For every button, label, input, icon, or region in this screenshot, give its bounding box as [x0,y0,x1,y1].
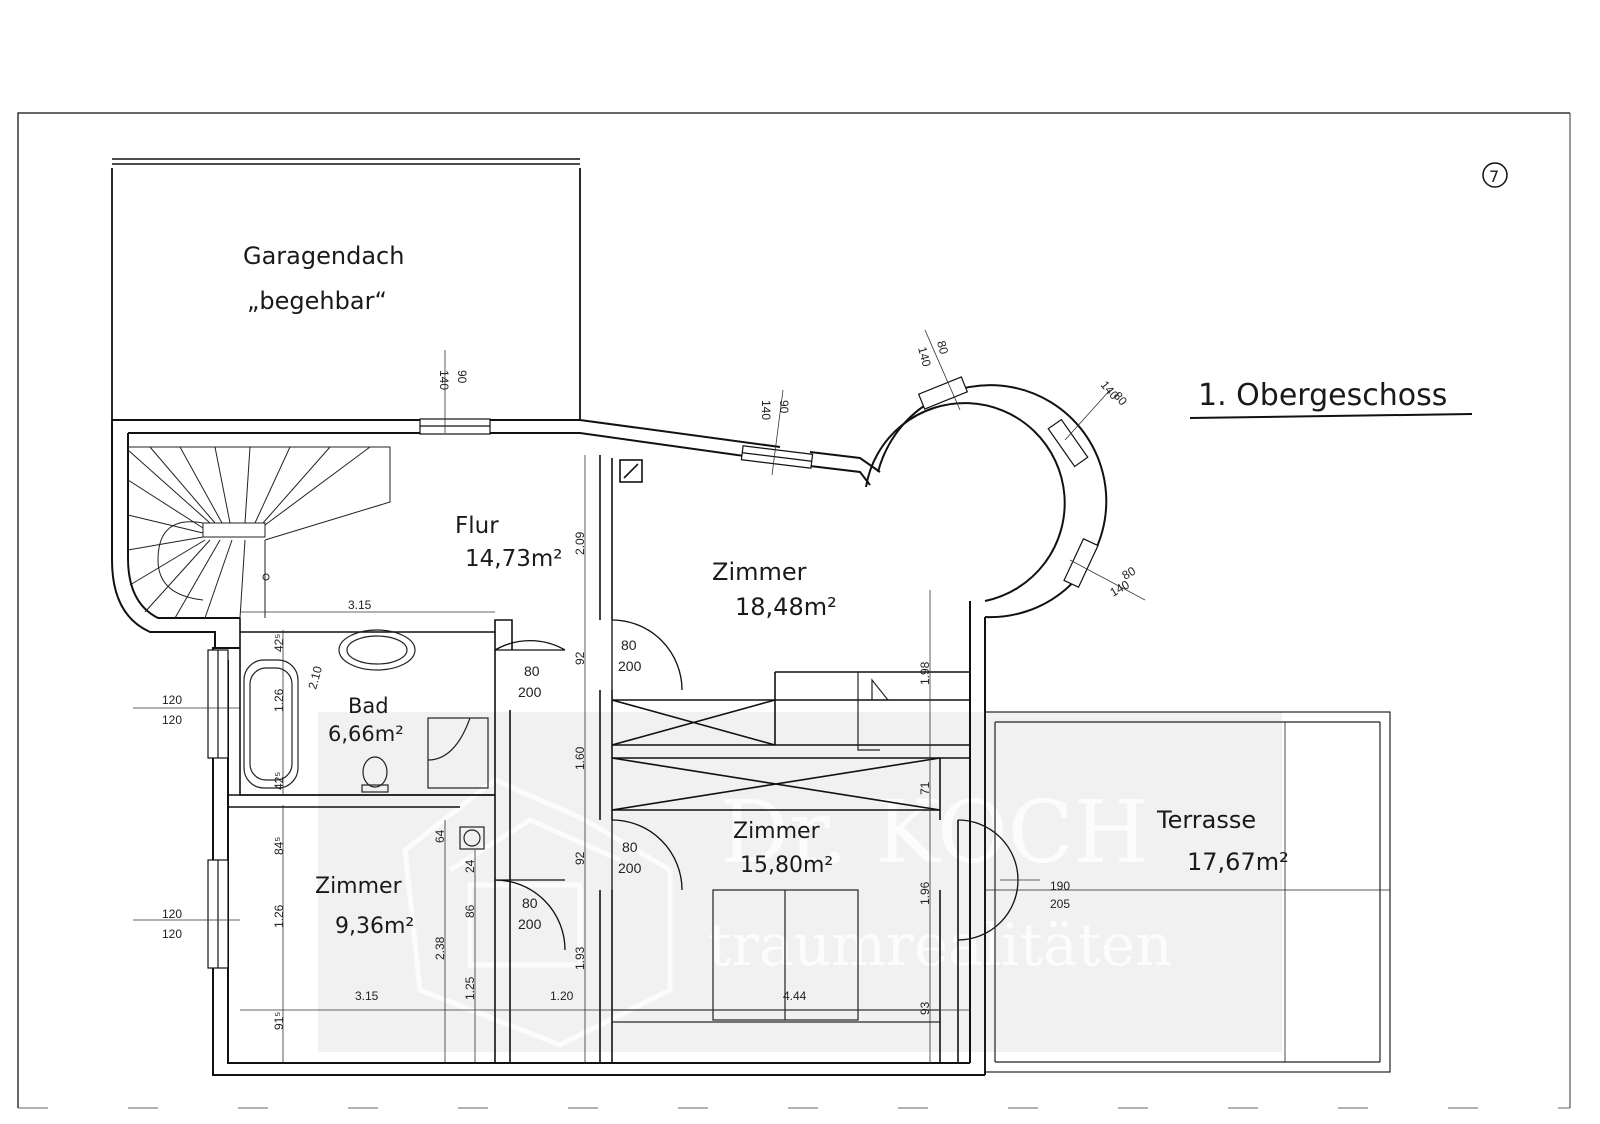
dim-label: 93 [918,1001,932,1015]
dim-label: 1.26 [272,904,286,928]
dim-label: 1.60 [573,746,587,770]
dim-label: 4.44 [783,989,807,1003]
room-note-garage: „begehbar“ [247,287,387,315]
dim-label: 90 [455,370,469,384]
dim-label: 42⁵ [272,772,286,790]
dim-label: 80 [622,839,638,855]
room-area-bad: 6,66m² [328,722,404,746]
interior-walls [228,455,970,1063]
dim-label: 200 [518,916,542,932]
dim-label: 1.96 [918,881,932,905]
dim-label: 92 [573,651,587,665]
dim-label: 1.93 [573,946,587,970]
room-name-zimmer-tower: Zimmer [712,558,807,586]
plan-title: 1. Obergeschoss [1198,378,1447,413]
room-name-zimmer-mid: Zimmer [733,819,821,844]
dim-label: 190 [1050,879,1070,893]
room-area-flur: 14,73m² [465,546,562,572]
dim-label: 120 [162,927,182,941]
page-mark: 7 [1489,167,1499,186]
room-area-zimmer-left: 9,36m² [335,914,414,939]
dim-label: 120 [162,713,182,727]
dim-label: 71 [918,781,932,795]
dim-label: 80 [522,895,538,911]
bathroom-fixtures [243,629,489,850]
windows [207,376,1099,969]
dim-label: 2.09 [573,531,587,555]
dim-label: 91⁵ [272,1012,286,1030]
dim-label: 205 [1050,897,1070,911]
dim-label: 1.25 [463,976,477,1000]
dim-label: 3.15 [348,598,372,612]
dim-label: 140 [437,370,451,390]
room-area-zimmer-tower: 18,48m² [735,593,837,621]
dim-label: 1.98 [918,661,932,685]
terrace [984,711,1391,1073]
room-area-terrasse: 17,67m² [1187,848,1289,876]
dim-label: 200 [618,860,642,876]
sheet-frame [17,112,1571,1109]
dim-label: 42⁵ [272,634,286,652]
dim-label: 86 [463,904,477,918]
room-name-flur: Flur [455,513,499,539]
dim-label: 84⁵ [272,837,286,855]
dim-label: 2.10 [305,664,325,690]
room-name-bad: Bad [348,694,389,718]
dim-label: 64 [433,829,447,843]
dim-label: 80 [621,637,637,653]
dimension-lines [133,329,1146,1063]
dim-label: 80 [524,663,540,679]
dim-label: 80 [934,339,951,356]
dim-label: 90 [777,400,791,414]
dimension-labels: 120 120 120 120 140 90 140 90 140 80 140… [162,339,1138,1030]
dim-label: 80 [1120,564,1139,583]
dim-label: 3.15 [355,989,379,1003]
dim-label: 1.20 [550,989,574,1003]
garage-roof [111,158,581,420]
dim-label: 120 [162,693,182,707]
room-name-zimmer-left: Zimmer [315,874,403,899]
dim-label: 120 [162,907,182,921]
dim-label: 24 [463,859,477,873]
room-labels: Garagendach „begehbar“ Flur 14,73m² Zimm… [243,242,1289,939]
room-area-zimmer-mid: 15,80m² [740,853,833,878]
room-name-garage: Garagendach [243,242,404,270]
room-name-terrasse: Terrasse [1156,806,1256,834]
doors [494,619,1019,951]
dim-label: 140 [759,400,773,420]
dim-label: 200 [518,684,542,700]
dim-label: 140 [915,345,934,368]
title-block: 1. Obergeschoss 7 [1189,162,1508,419]
dim-label: 92 [573,851,587,865]
dim-label: 200 [618,658,642,674]
watermark-line1: Dr. KOCH [720,783,1149,883]
staircase [127,446,391,619]
dim-label: 1.26 [272,688,286,712]
dim-label: 2.38 [433,936,447,960]
